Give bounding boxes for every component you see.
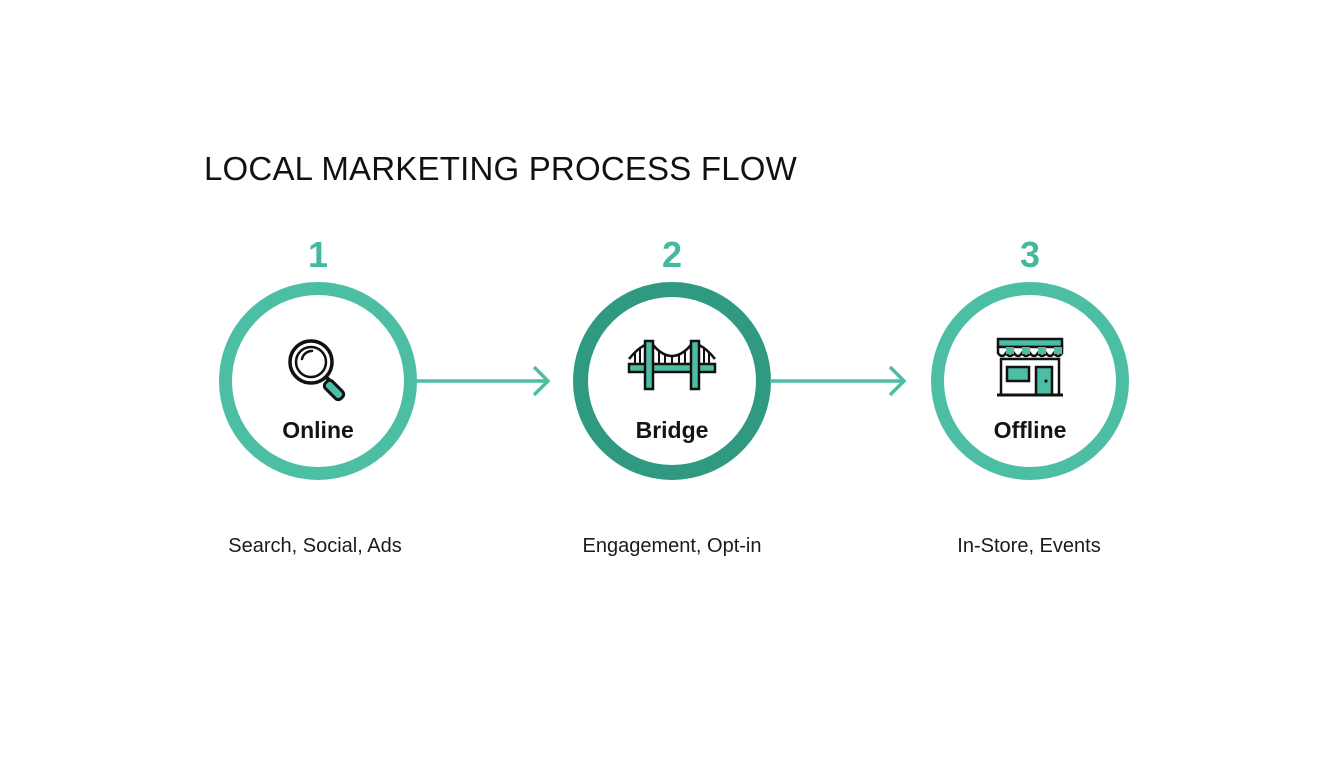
bridge-icon <box>627 337 717 398</box>
storefront-icon <box>994 337 1066 404</box>
arrow-2-to-3 <box>770 365 907 397</box>
step-3-number: 3 <box>1019 234 1041 275</box>
step-2-caption: Engagement, Opt-in <box>582 535 762 557</box>
step-3-label: Offline <box>993 417 1067 443</box>
step-1-number: 1 <box>307 234 329 275</box>
step-1-circle: Online <box>219 282 417 480</box>
step-2-label: Bridge <box>635 417 709 443</box>
step-3-caption: In-Store, Events <box>957 535 1101 557</box>
step-1-label: Online <box>282 417 354 443</box>
step-2-number: 2 <box>661 234 683 275</box>
diagram-title: LOCAL MARKETING PROCESS FLOW <box>204 150 797 187</box>
step-2-circle: Bridge <box>573 282 771 480</box>
arrow-1-to-2 <box>416 365 551 397</box>
magnifying-glass-icon <box>285 337 351 408</box>
step-1-caption: Search, Social, Ads <box>228 535 402 557</box>
step-3-circle: Offline <box>931 282 1129 480</box>
